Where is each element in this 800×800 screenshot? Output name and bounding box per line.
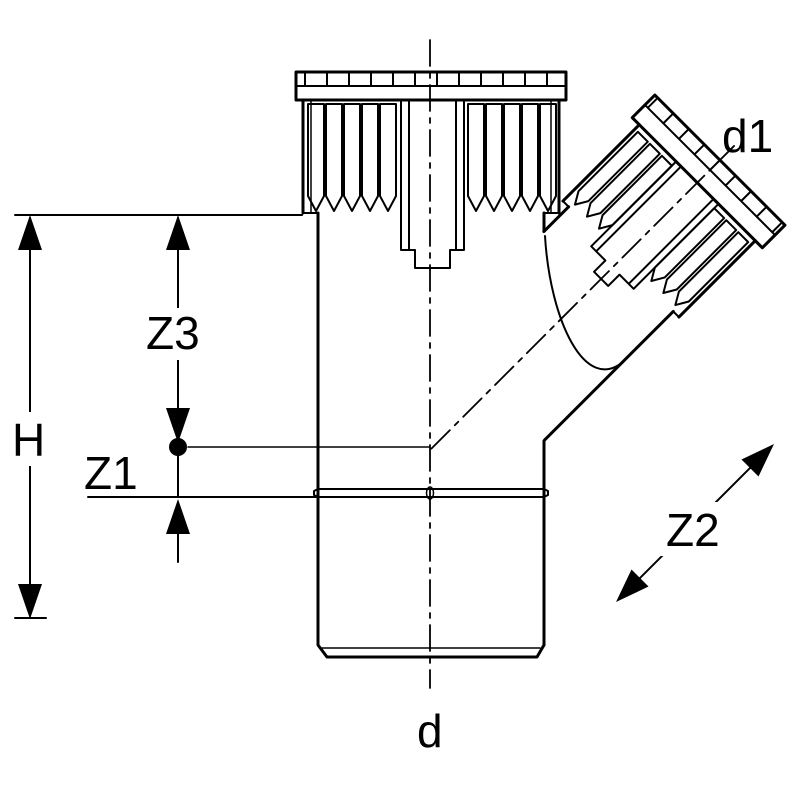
top-socket xyxy=(294,70,568,269)
label-backgrounds xyxy=(6,308,740,556)
dimension-lines xyxy=(14,214,774,619)
label-Z1: Z1 xyxy=(84,447,138,499)
label-H: H xyxy=(12,414,45,466)
label-Z2: Z2 xyxy=(666,504,720,556)
label-d1: d1 xyxy=(722,110,773,162)
centerlines xyxy=(429,39,735,689)
dimension-Z1 xyxy=(166,451,190,563)
label-d: d xyxy=(417,705,443,757)
main-pipe xyxy=(313,211,625,659)
branch-socket xyxy=(542,93,787,442)
label-Z3: Z3 xyxy=(146,307,200,359)
dimension-labels: H Z3 Z1 Z2 d d1 xyxy=(12,110,773,757)
center-point-marker xyxy=(169,438,187,456)
